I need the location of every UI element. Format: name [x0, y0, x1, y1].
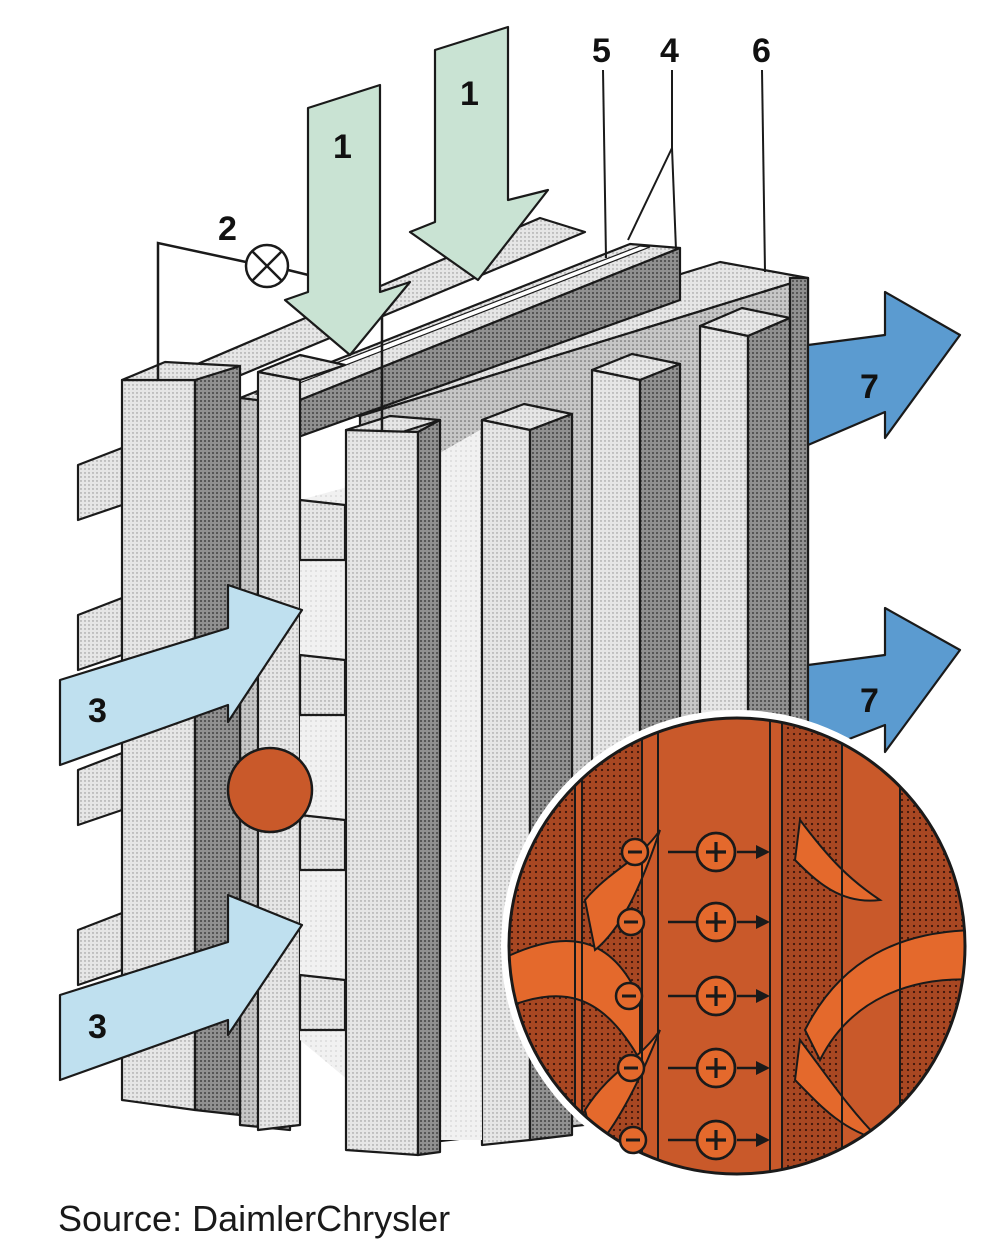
air-inlet-arrow-lower	[58, 893, 304, 1082]
right-channel	[803, 928, 965, 1063]
magnifier-spot	[226, 746, 314, 834]
plus-circle-icon	[695, 831, 737, 873]
circuit-wire	[156, 241, 247, 380]
ion-arrow-head	[756, 915, 770, 929]
plus-circle-icon	[695, 975, 737, 1017]
minus-circle-icon	[618, 1125, 648, 1155]
air-inlet-arrow-upper	[58, 583, 304, 767]
label-outlet-upper: 7	[860, 368, 879, 406]
label-electrode: 4	[660, 32, 679, 70]
ion-arrow-head	[756, 989, 770, 1003]
label-h2-inlet-left: 1	[333, 128, 352, 166]
minus-circle-icon	[616, 907, 646, 937]
minus-circle-icon	[616, 1053, 646, 1083]
label-h2-inlet-right: 1	[460, 75, 479, 113]
label-bipolar-plate: 6	[752, 32, 771, 70]
ion-arrow-head	[756, 1133, 770, 1147]
hydrogen-inlet-arrow-left	[283, 83, 412, 357]
lamp-cross-icon	[244, 243, 290, 289]
plus-circle-icon	[695, 1047, 737, 1089]
ion-rows	[614, 831, 770, 1161]
plus-circle-icon	[695, 1119, 737, 1161]
ion-arrow-head	[756, 1061, 770, 1075]
cathode-layer	[782, 718, 842, 1174]
front-column	[344, 414, 442, 1157]
minus-circle-icon	[620, 837, 650, 867]
hydrogen-inlet-arrow-right	[408, 25, 550, 282]
detail-zoom-circle	[501, 710, 973, 1182]
label-air-inlet-lower: 3	[88, 1008, 107, 1046]
source-caption: Source: DaimlerChrysler	[58, 1198, 451, 1239]
leader-lines	[602, 69, 766, 273]
label-air-inlet-upper: 3	[88, 692, 107, 730]
number-labels: 1 1 2 5 4 6 3 3 7 7	[88, 32, 879, 1046]
label-membrane: 5	[592, 32, 611, 70]
ion-arrow-head	[756, 845, 770, 859]
minus-circle-icon	[614, 981, 644, 1011]
label-outlet-lower: 7	[860, 682, 879, 720]
plus-circle-icon	[695, 901, 737, 943]
label-load: 2	[218, 210, 237, 248]
outlet-arrow-upper	[806, 290, 962, 447]
